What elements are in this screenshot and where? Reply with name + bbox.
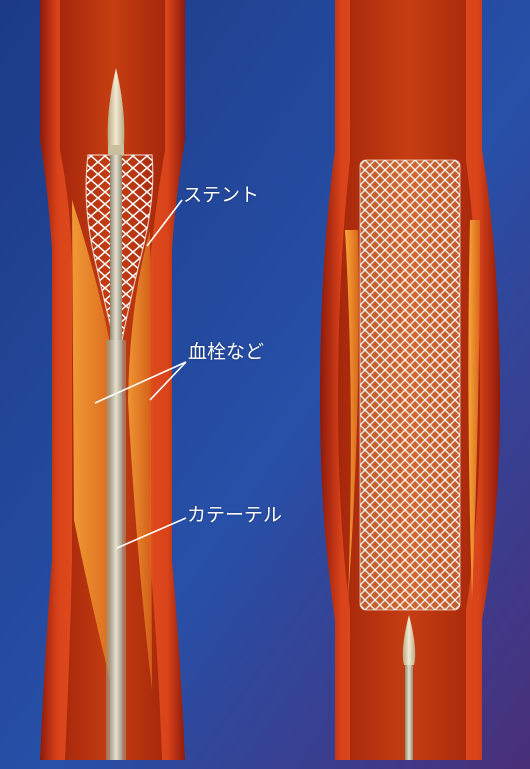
vessel-right (320, 0, 500, 760)
label-catheter: カテーテル (187, 506, 282, 525)
stent-right-mesh (360, 160, 460, 610)
label-clot: 血栓など (188, 343, 264, 362)
vessel-left (40, 0, 185, 760)
label-stent: ステント (183, 186, 259, 205)
catheter-collar-left (108, 145, 124, 155)
catheter-shaft-right (405, 660, 413, 760)
catheter-sheath-left (106, 340, 126, 760)
